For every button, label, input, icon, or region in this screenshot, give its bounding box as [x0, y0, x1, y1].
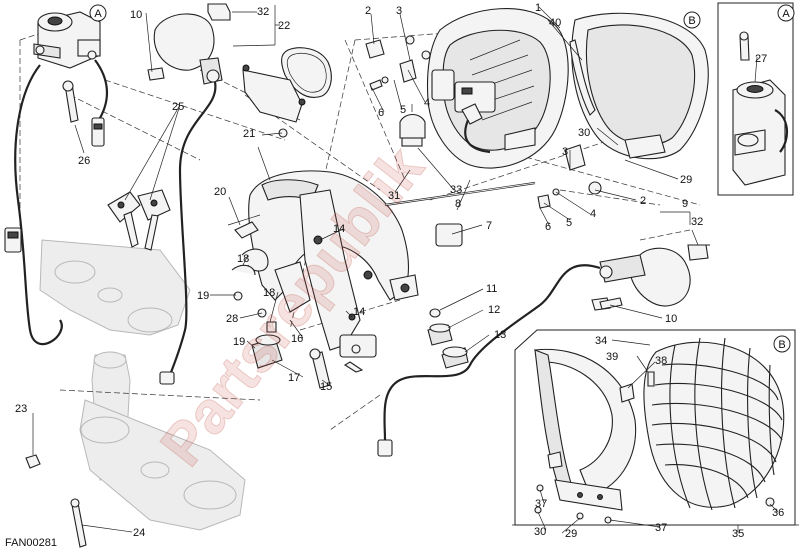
callout-4: 4 — [424, 97, 430, 109]
callout-22: 22 — [278, 20, 290, 32]
right-turn-indicator — [591, 244, 709, 311]
ignition-switch — [33, 11, 101, 69]
ignition-wire — [14, 59, 109, 346]
callout-38: 38 — [655, 355, 667, 367]
callout-26: 26 — [78, 155, 90, 167]
callout-5-b: 5 — [566, 217, 572, 229]
callout-20: 20 — [214, 186, 226, 198]
inset-b-marker: B — [773, 335, 791, 353]
callout-36: 36 — [772, 507, 784, 519]
fork-clamp-ghost — [39, 239, 246, 531]
callout-18: 18 — [237, 253, 249, 265]
callout-6-b: 6 — [545, 221, 551, 233]
headlight-rim — [569, 12, 709, 160]
callout-labels: 10 32 22 25 26 2 3 1 40 6 5 4 21 30 3 29… — [15, 2, 784, 540]
callout-12: 12 — [488, 304, 500, 316]
figure-code: FAN00281 — [5, 537, 57, 549]
right-indicator-wire — [377, 264, 601, 457]
long-screw — [70, 498, 87, 548]
callout-19-b: 19 — [233, 336, 245, 348]
detail-marker-b: B — [683, 11, 701, 29]
grille-mesh — [651, 337, 783, 511]
callout-14-b: 14 — [353, 306, 365, 318]
left-turn-indicator — [147, 3, 231, 85]
callout-10: 10 — [130, 9, 142, 21]
detail-a-inset — [717, 2, 794, 196]
callout-13: 13 — [494, 329, 506, 341]
callout-23: 23 — [15, 403, 27, 415]
callout-39: 39 — [606, 351, 618, 363]
callout-25: 25 — [172, 101, 184, 113]
callout-30-b: 30 — [534, 526, 546, 538]
callout-29-b: 29 — [565, 528, 577, 540]
callout-30: 30 — [578, 127, 590, 139]
callout-3: 3 — [396, 5, 402, 17]
svg-text:A: A — [782, 8, 790, 20]
detail-marker-a: A — [89, 4, 107, 22]
callout-37: 37 — [535, 498, 547, 510]
svg-text:B: B — [688, 15, 695, 27]
callout-3-b: 3 — [562, 146, 568, 158]
callout-16: 16 — [291, 333, 303, 345]
callout-1: 1 — [535, 2, 541, 14]
position-light-holder — [461, 103, 491, 154]
callout-34: 34 — [595, 335, 607, 347]
inset-a-marker: A — [777, 4, 795, 22]
callout-27: 27 — [755, 53, 767, 65]
detail-b-inset — [512, 329, 799, 526]
harness-clips — [227, 214, 277, 333]
callout-33: 33 — [450, 184, 462, 196]
callout-18-b: 18 — [263, 287, 275, 299]
connector-parts — [4, 80, 105, 253]
callout-31: 31 — [388, 190, 400, 202]
callout-24: 24 — [133, 527, 145, 539]
callout-17: 17 — [288, 372, 300, 384]
callout-32: 32 — [257, 6, 269, 18]
callout-5: 5 — [400, 104, 406, 116]
callout-37-b: 37 — [655, 522, 667, 534]
callout-28: 28 — [226, 313, 238, 325]
callout-2-b: 2 — [640, 195, 646, 207]
callout-8: 8 — [455, 198, 461, 210]
callout-32-b: 32 — [691, 216, 703, 228]
callout-2: 2 — [365, 5, 371, 17]
left-indicator-wire — [159, 81, 217, 385]
svg-text:B: B — [778, 339, 785, 351]
headlight-spring — [435, 223, 463, 247]
leader-lines — [32, 5, 779, 534]
callout-15: 15 — [320, 381, 332, 393]
headlight-support-bracket — [248, 170, 409, 358]
callout-6: 6 — [378, 107, 384, 119]
callout-14: 14 — [333, 223, 345, 235]
grommets — [427, 308, 469, 369]
indicator-gasket — [281, 47, 332, 98]
callout-9: 9 — [682, 198, 688, 210]
callout-19: 19 — [197, 290, 209, 302]
callout-11: 11 — [486, 283, 497, 295]
screws-right-indicator — [599, 244, 710, 310]
ignition-keys — [107, 189, 171, 251]
headlight-body — [421, 8, 569, 169]
callout-21: 21 — [243, 128, 255, 140]
support-bracket-tab — [389, 274, 419, 301]
callout-29: 29 — [680, 174, 692, 186]
svg-text:A: A — [94, 8, 102, 20]
callout-10-b: 10 — [665, 313, 677, 325]
wiring-tie — [384, 181, 536, 207]
nut-23 — [25, 454, 41, 469]
rubber-mounts — [251, 334, 364, 389]
callout-40: 40 — [549, 17, 561, 29]
callout-35: 35 — [732, 528, 744, 540]
headlight-bracket-cover — [242, 64, 306, 138]
callout-7: 7 — [486, 220, 492, 232]
headlight-bulb — [399, 104, 426, 147]
callout-4-b: 4 — [590, 208, 596, 220]
